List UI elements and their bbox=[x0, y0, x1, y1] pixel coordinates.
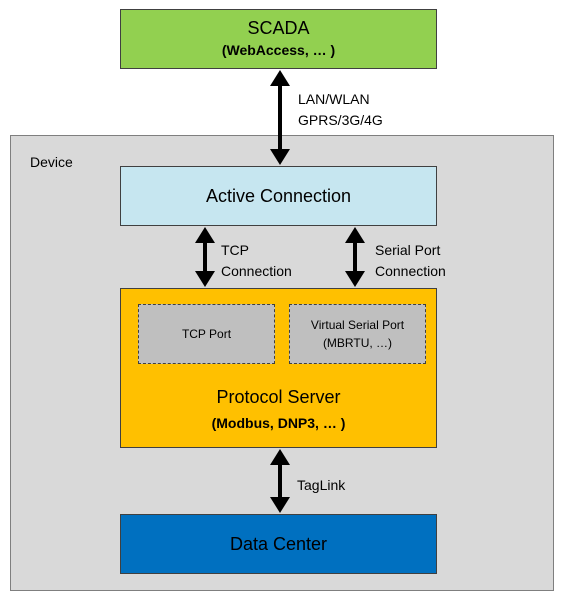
serial-link-label: Serial Port Connection bbox=[375, 240, 446, 282]
scada-title: SCADA bbox=[247, 18, 310, 38]
protocol-server-subtitle: (Modbus, DNP3, … ) bbox=[211, 415, 346, 431]
serial-link-line-1: Serial Port bbox=[375, 242, 441, 258]
tcp-port-box: TCP Port bbox=[138, 304, 275, 364]
tcp-link-label: TCP Connection bbox=[221, 240, 292, 282]
data-center-box: Data Center bbox=[120, 514, 437, 574]
tcp-link-line-2: Connection bbox=[221, 263, 292, 279]
protocol-server-box: TCP Port Virtual Serial Port (MBRTU, …) … bbox=[120, 288, 437, 448]
data-center-title: Data Center bbox=[229, 533, 328, 554]
scada-link-line-1: LAN/WLAN bbox=[298, 91, 370, 107]
virtual-serial-port-label: Virtual Serial Port bbox=[310, 318, 405, 332]
scada-box: SCADA (WebAccess, … ) bbox=[120, 9, 437, 69]
scada-subtitle: (WebAccess, … ) bbox=[221, 42, 336, 58]
protocol-server-title: Protocol Server bbox=[216, 387, 341, 407]
serial-link-line-2: Connection bbox=[375, 263, 446, 279]
taglink-label: TagLink bbox=[297, 477, 346, 493]
scada-link-label: LAN/WLAN GPRS/3G/4G bbox=[298, 89, 383, 131]
tcp-link-line-1: TCP bbox=[221, 242, 249, 258]
virtual-serial-port-sub: (MBRTU, …) bbox=[322, 336, 393, 350]
tcp-port-label: TCP Port bbox=[181, 327, 232, 341]
scada-link-line-2: GPRS/3G/4G bbox=[298, 112, 383, 128]
virtual-serial-port-box: Virtual Serial Port (MBRTU, …) bbox=[289, 304, 426, 364]
device-label: Device bbox=[30, 154, 73, 170]
active-connection-title: Active Connection bbox=[205, 185, 352, 206]
active-connection-box: Active Connection bbox=[120, 166, 437, 226]
